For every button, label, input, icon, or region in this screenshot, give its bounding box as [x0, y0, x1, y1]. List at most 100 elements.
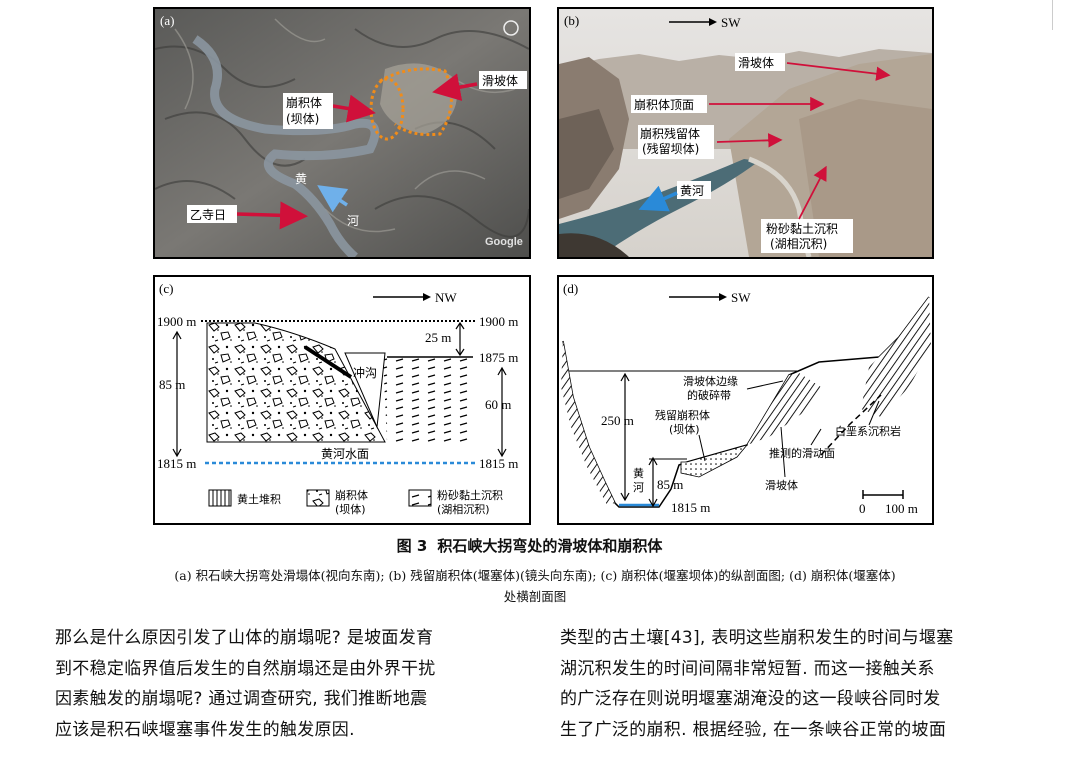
panel-b-label: (b): [564, 13, 579, 28]
dam-arrow: [332, 94, 376, 123]
panel-b-photo: SW (b) 滑坡体 崩积体顶面 崩积残留体 (残留坝体) 黄河 粉砂黏土沉积 …: [557, 7, 934, 259]
panel-c-svg: (c) NW 1900 m 1900 m 冲沟 1875 m 25 m 85 m…: [157, 281, 518, 516]
remnant-label-1: 崩积残留体: [640, 127, 700, 141]
dam-label-sub: (坝体): [286, 112, 319, 126]
body-right-line: 类型的古土壤[43], 表明这些崩积发生的时间与堰塞: [560, 628, 954, 648]
slide-arrow-b: [786, 62, 891, 81]
legend-lacustrine-sub: (湖相沉积): [437, 503, 490, 516]
top-label-box: [631, 95, 707, 113]
body-right-line: 湖沉积发生的时间间隔非常短暂. 而这一接触关系: [560, 658, 935, 679]
river-label-d-2: 河: [633, 481, 644, 494]
elev-1815-left: 1815 m: [157, 456, 196, 471]
top-label: 崩积体顶面: [634, 98, 694, 112]
legend-colluvium-swatch: [306, 489, 330, 507]
panel-c-direction: NW: [435, 290, 457, 305]
slide-label-d: 滑坡体: [765, 478, 798, 492]
dam-label-box: [283, 93, 333, 129]
figure-caption: (a) 积石峡大拐弯处滑塌体(视向东南); (b) 残留崩积体(堰塞体)(镜头向…: [60, 565, 1010, 607]
elev-1875: 1875 m: [479, 350, 518, 365]
figure-title: 图 3 积石峡大拐弯处的滑坡体和崩积体: [0, 535, 1069, 556]
elev-1815-right: 1815 m: [479, 456, 518, 471]
panel-a-satellite: (a) 崩积体 (坝体) 滑坡体 乙寺日 黄 河 Google: [153, 7, 531, 259]
elev-1900-left: 1900 m: [157, 314, 196, 329]
gully: [344, 352, 386, 429]
compass-icon: [503, 20, 519, 36]
slip-surface: [820, 394, 882, 456]
slide-label-box: [479, 71, 527, 89]
lacustrine-body: [383, 357, 471, 442]
village-label: 乙寺日: [190, 208, 226, 222]
elev-1900-right: 1900 m: [479, 314, 518, 329]
village-arrow: [236, 201, 308, 230]
legend-lacustrine-label: 粉砂黏土沉积: [437, 488, 503, 502]
fracture-label-1: 滑坡体边缘: [683, 374, 738, 388]
body-right-line: 生了广泛的崩积. 根据经验, 在一条峡谷正常的坡面: [560, 719, 947, 740]
slide-label-b: 滑坡体: [738, 56, 774, 70]
height-85-d: 85 m: [657, 477, 683, 492]
colluvium-body: [206, 322, 386, 443]
google-watermark: Google: [485, 236, 523, 248]
remnant-colluvium: [680, 444, 749, 478]
lake-label-1: 粉砂黏土沉积: [766, 222, 838, 236]
body-right-column: 类型的古土壤[43], 表明这些崩积发生的时间与堰塞 湖沉积发生的时间间隔非常短…: [560, 623, 1045, 745]
slide-body: [747, 373, 821, 445]
figure-title-text: 积石峡大拐弯处的滑坡体和崩积体: [437, 537, 663, 555]
legend-lacustrine-swatch: [408, 489, 432, 507]
panel-c-label: (c): [159, 281, 173, 296]
slide-label: 滑坡体: [482, 74, 518, 88]
slip-label: 推测的滑动面: [769, 446, 835, 460]
panel-b-direction: SW: [721, 15, 741, 30]
legend-colluvium-sub: (坝体): [335, 502, 366, 516]
cretaceous-label: 白垩系沉积岩: [835, 424, 901, 438]
body-left-line: 到不稳定临界值后发生的自然崩塌还是由外界干扰: [55, 658, 436, 679]
panel-c-profile: (c) NW 1900 m 1900 m 冲沟 1875 m 25 m 85 m…: [153, 275, 531, 525]
dam-label: 崩积体: [286, 96, 322, 110]
river-label-d-1: 黄: [633, 466, 644, 480]
lake-arrow: [798, 165, 827, 220]
river-label-box-b: [677, 181, 711, 199]
legend-colluvium-label: 崩积体: [335, 488, 368, 502]
slide-label-box-b: [735, 53, 785, 71]
panel-d-svg: (d) SW 250 m 85 m 黄 河 1815 m 滑坡体: [561, 281, 931, 516]
water-label: 黄河水面: [321, 447, 369, 461]
legend-loess-swatch: [208, 489, 232, 507]
scale-0: 0: [859, 501, 866, 516]
river-label-1: 黄: [295, 172, 307, 186]
river-label-b: 黄河: [680, 184, 704, 198]
height-60: 60 m: [485, 397, 511, 412]
flow-arrow: [317, 185, 349, 213]
caption-line-2: 处横剖面图: [503, 589, 567, 604]
remnant-arrow: [716, 133, 783, 148]
figure-number: 图 3: [396, 537, 428, 555]
panel-d-direction: SW: [731, 290, 751, 305]
cretaceous-rock: [861, 297, 931, 417]
river-label-2: 河: [347, 214, 359, 228]
legend-loess-label: 黄土堆积: [237, 492, 281, 506]
fracture-label-2: 的破碎带: [687, 388, 731, 402]
panel-a-svg: (a) 崩积体 (坝体) 滑坡体 乙寺日 黄 河 Google: [155, 9, 529, 257]
gully-label: 冲沟: [353, 365, 377, 380]
village-label-box: [187, 205, 237, 223]
scale-100: 100 m: [885, 501, 918, 516]
page-edge-line: [1052, 0, 1053, 30]
remnant-label-box: [638, 125, 714, 159]
caption-line-1: (a) 积石峡大拐弯处滑塌体(视向东南); (b) 残留崩积体(堰塞体)(镜头向…: [174, 568, 896, 583]
height-250: 250 m: [601, 413, 634, 428]
lake-label-2: (湖相沉积): [770, 236, 827, 251]
panel-a-label: (a): [160, 13, 174, 28]
lake-label-box: [761, 219, 853, 253]
bedrock-left: [561, 341, 615, 505]
panel-d-label: (d): [563, 281, 578, 296]
body-left-line: 因素触发的崩塌呢? 通过调查研究, 我们推断地震: [55, 689, 428, 709]
height-25: 25 m: [425, 330, 451, 345]
body-right-line: 的广泛存在则说明堰塞湖淹没的这一段峡谷同时发: [560, 689, 941, 709]
panel-b-svg: SW (b) 滑坡体 崩积体顶面 崩积残留体 (残留坝体) 黄河 粉砂黏土沉积 …: [559, 9, 932, 257]
panel-d-section: (d) SW 250 m 85 m 黄 河 1815 m 滑坡体: [557, 275, 934, 525]
river-arrow-b: [638, 185, 678, 212]
elev-1815-d: 1815 m: [671, 500, 710, 515]
body-left-line: 那么是什么原因引发了山体的崩塌呢? 是坡面发育: [55, 628, 434, 648]
remnant-label-2: (残留坝体): [642, 142, 699, 156]
height-85: 85 m: [159, 377, 185, 392]
remnant-label-d-2: (坝体): [669, 422, 700, 436]
remnant-label-d-1: 残留崩积体: [655, 408, 710, 422]
